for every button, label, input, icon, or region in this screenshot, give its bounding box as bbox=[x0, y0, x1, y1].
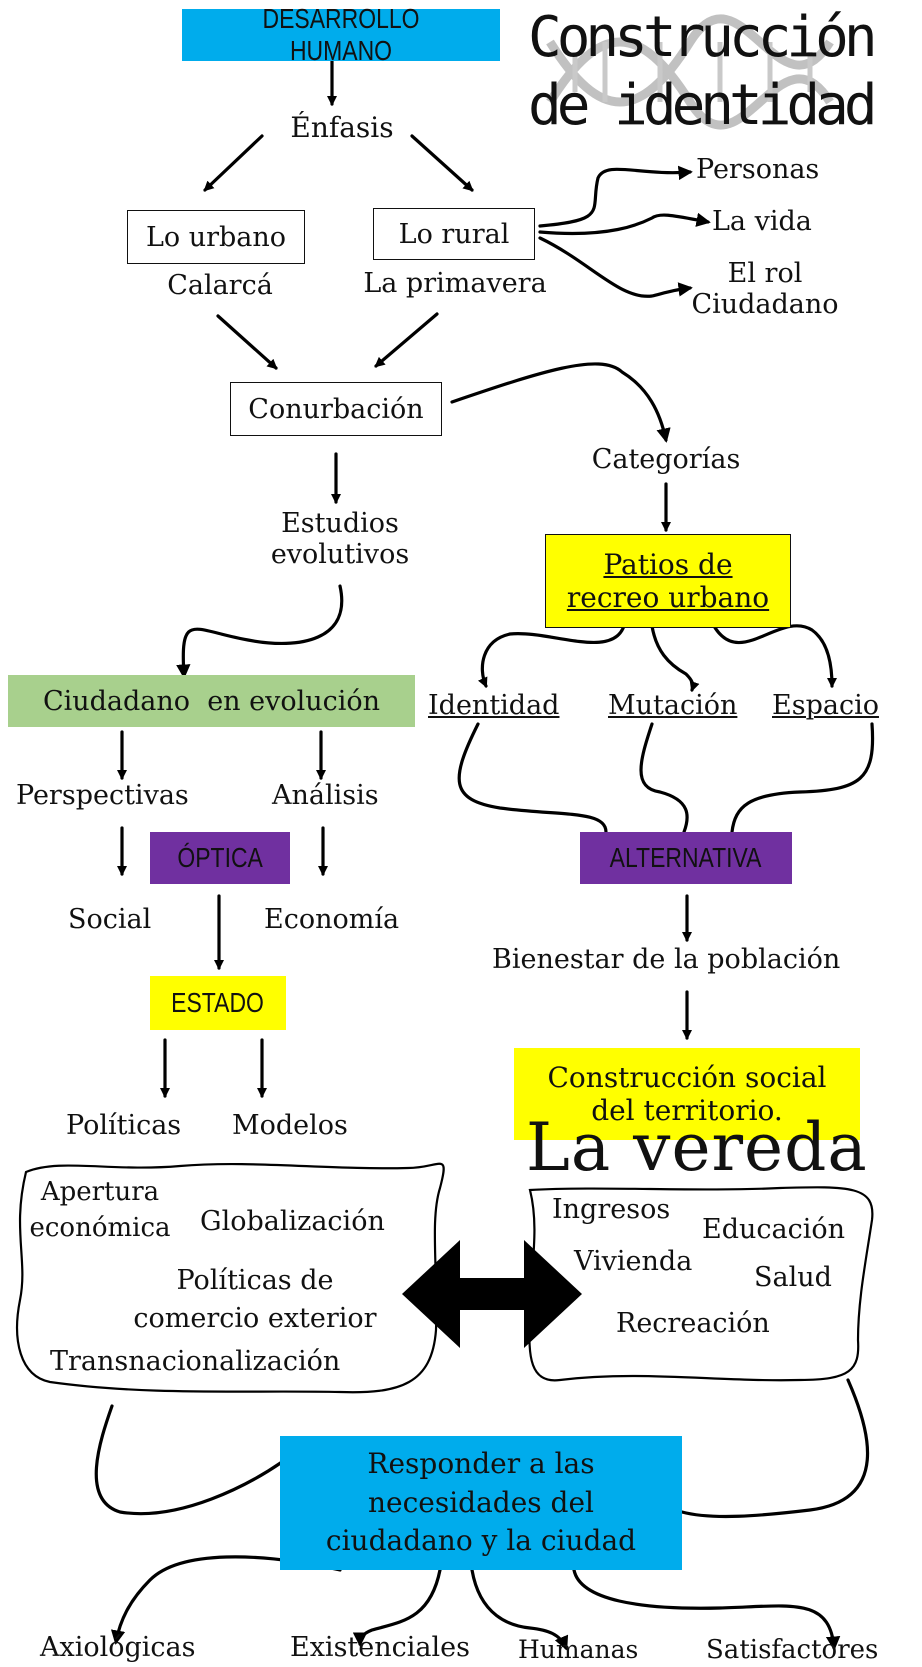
node-enfasis: Énfasis bbox=[290, 111, 394, 144]
arrow-patios-espacio bbox=[712, 624, 838, 689]
node-bienestar: Bienestar de la población bbox=[492, 944, 841, 975]
page-title-line1: Construcción bbox=[528, 5, 878, 70]
node-desarrollo-humano: DESARROLLO HUMANO bbox=[182, 3, 500, 66]
node-economia: Economía bbox=[264, 904, 400, 935]
node-estudios-evolutivos: Estudios evolutivos bbox=[270, 508, 410, 571]
arrow-responder-existenciales bbox=[352, 1568, 442, 1647]
node-alternativa: ALTERNATIVA bbox=[580, 832, 792, 884]
node-lo-rural: Lo rural bbox=[373, 208, 535, 260]
node-modelos: Modelos bbox=[232, 1110, 348, 1141]
arrow-responder-humanas bbox=[470, 1568, 569, 1651]
arrow-rural-elrol bbox=[538, 236, 693, 298]
node-axiologicas: Axiológicas bbox=[40, 1632, 196, 1663]
node-la-primavera: La primavera bbox=[363, 268, 547, 299]
node-politicas-comercio: Políticas de comercio exterior bbox=[133, 1265, 377, 1334]
node-recreacion: Recreación bbox=[616, 1308, 770, 1339]
connector-mutacion-alternativa bbox=[639, 722, 689, 834]
arrow-responder-satisfactores bbox=[572, 1568, 841, 1651]
connector-left-cloud-responder bbox=[94, 1404, 284, 1516]
node-satisfactores: Satisfactores bbox=[706, 1635, 879, 1665]
node-la-vida: La vida bbox=[712, 206, 812, 237]
node-patios-recreo: Patios de recreo urbano bbox=[545, 534, 791, 628]
arrow-rural-personas bbox=[538, 165, 693, 228]
arrow-enfasis-rural bbox=[410, 134, 474, 192]
node-construccion-social: Construcción social del territorio. bbox=[514, 1048, 860, 1140]
node-ingresos: Ingresos bbox=[552, 1194, 671, 1225]
node-mutacion: Mutación bbox=[608, 690, 738, 721]
node-conurbacion: Conurbación bbox=[230, 382, 442, 436]
node-salud: Salud bbox=[754, 1262, 832, 1293]
node-humanas: Humanas bbox=[518, 1635, 639, 1664]
node-identidad: Identidad bbox=[428, 690, 560, 721]
arrow-patios-identidad bbox=[477, 624, 626, 688]
node-el-rol-ciudadano: El rol Ciudadano bbox=[691, 258, 839, 321]
connector-identidad-alternativa bbox=[457, 722, 608, 834]
node-categorias: Categorías bbox=[591, 444, 741, 475]
arrow-estudios-ciudadano bbox=[176, 584, 344, 679]
arrow-rural-lavida bbox=[538, 212, 711, 236]
node-social: Social bbox=[68, 904, 152, 935]
node-globalizacion: Globalización bbox=[200, 1206, 385, 1237]
arrow-calarca-conurbacion bbox=[216, 314, 278, 370]
node-ciudadano-evolucion: Ciudadano en evolución bbox=[8, 675, 415, 727]
node-personas: Personas bbox=[696, 154, 820, 185]
node-la-vereda: La vereda bbox=[526, 1109, 868, 1186]
cloud-left bbox=[16, 1162, 445, 1394]
page-title-line2: de identidad bbox=[528, 73, 878, 138]
node-existenciales: Existenciales bbox=[290, 1632, 470, 1663]
node-estado: ESTADO bbox=[150, 976, 286, 1030]
arrow-conurbacion-categorias bbox=[450, 362, 671, 443]
node-perspectivas: Perspectivas bbox=[16, 780, 189, 811]
arrow-primavera-conurbacion bbox=[374, 312, 439, 368]
connector-right-cloud-responder bbox=[680, 1378, 870, 1519]
node-analisis: Análisis bbox=[272, 780, 379, 811]
node-responder: Responder a las necesidades del ciudadan… bbox=[280, 1436, 682, 1570]
arrow-enfasis-urbano bbox=[203, 134, 264, 192]
node-educacion: Educación bbox=[702, 1214, 846, 1245]
dna-watermark bbox=[530, 12, 870, 132]
node-vivienda: Vivienda bbox=[574, 1246, 693, 1277]
node-calarca: Calarcá bbox=[167, 270, 273, 301]
node-espacio: Espacio bbox=[772, 690, 879, 721]
connector-espacio-alternativa bbox=[730, 722, 875, 834]
node-apertura-economica: Apertura económica bbox=[29, 1177, 171, 1244]
node-lo-urbano: Lo urbano bbox=[127, 210, 305, 264]
node-optica: ÓPTICA bbox=[150, 832, 290, 884]
node-transnacionalizacion: Transnacionalización bbox=[50, 1346, 341, 1377]
double-arrow bbox=[402, 1240, 582, 1348]
node-politicas: Políticas bbox=[66, 1110, 182, 1141]
arrow-patios-mutacion bbox=[650, 624, 700, 692]
